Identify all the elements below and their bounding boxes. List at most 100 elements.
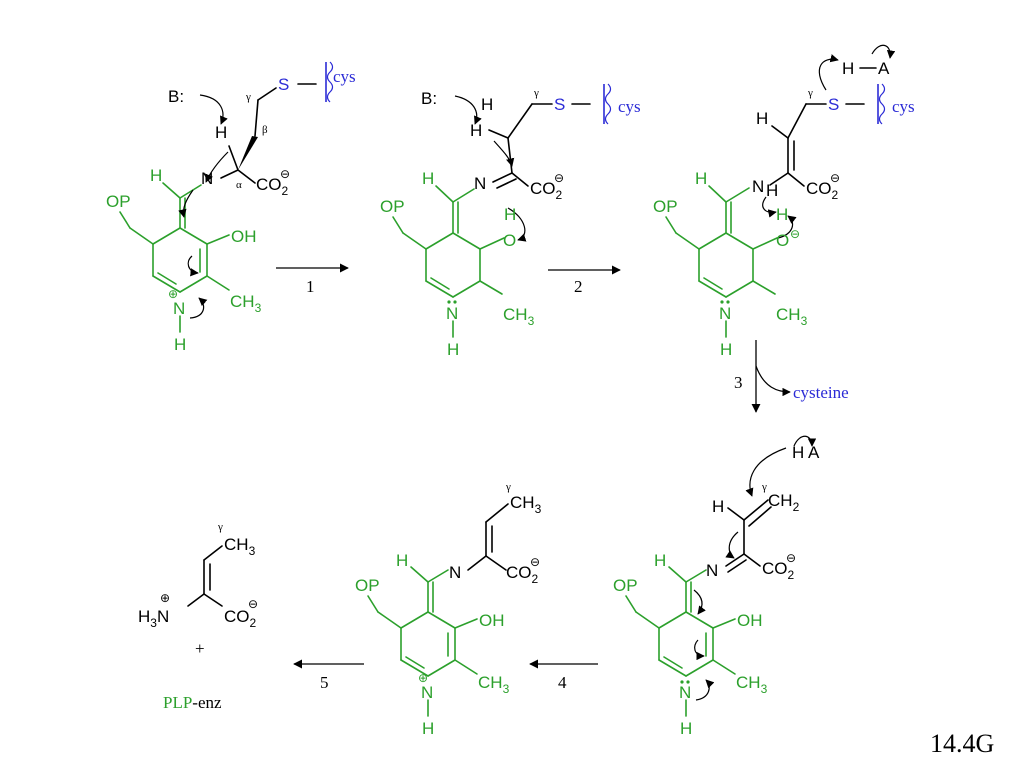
svg-text:CH3: CH3 <box>478 673 510 696</box>
svg-text:H: H <box>470 121 482 140</box>
svg-text:S: S <box>828 95 839 114</box>
svg-text:H: H <box>720 340 732 359</box>
svg-text:A: A <box>808 443 820 462</box>
svg-text:⊖: ⊖ <box>830 171 840 185</box>
step-1-label: 1 <box>306 277 315 296</box>
svg-text:CH3: CH3 <box>736 673 768 696</box>
svg-text:CH2: CH2 <box>768 491 800 514</box>
svg-text:N: N <box>719 304 731 323</box>
svg-text:OH: OH <box>479 611 505 630</box>
structure-1-external-aldimine: B: H N S H OP OH CH3 N H CO2 cys ⊖ ⊕ α β… <box>106 61 356 354</box>
svg-text:N: N <box>421 683 433 702</box>
step-3-label: 3 <box>734 373 743 392</box>
svg-text:γ: γ <box>533 87 539 99</box>
s1-substrate-bonds <box>220 83 317 184</box>
svg-text:H: H <box>654 551 666 570</box>
svg-text:OP: OP <box>653 197 678 216</box>
svg-text:⊖: ⊖ <box>554 171 564 185</box>
step-2-label: 2 <box>574 277 583 296</box>
svg-text:OP: OP <box>613 576 638 595</box>
s1-ring-N: N <box>173 299 185 318</box>
s1-alpha-label: α <box>236 179 242 191</box>
s1-carboxylate-charge: ⊖ <box>280 167 290 181</box>
svg-text:H: H <box>766 181 778 200</box>
svg-text:N: N <box>474 174 486 193</box>
structure-5-aminocrotonate-aldimine: CH3 N H OP OH CH3 N H CO2 ⊕ ⊖ γ <box>355 481 542 738</box>
s1-cys-break <box>326 61 334 103</box>
svg-text:CO2: CO2 <box>224 607 257 630</box>
svg-text:H: H <box>792 443 804 462</box>
released-cysteine-label: cysteine <box>793 383 849 402</box>
step-5-label: 5 <box>320 673 329 692</box>
svg-text:H: H <box>422 169 434 188</box>
structure-3-enamine: H A H N H S H OP H O CH3 N H CO2 ⊖ cys ⊖… <box>653 44 915 359</box>
s1-beta-label: β <box>262 124 268 136</box>
reaction-arrows <box>276 263 791 669</box>
svg-text:N: N <box>679 683 691 702</box>
s1-wedge-bond <box>238 136 258 170</box>
s1-NH: H <box>174 335 186 354</box>
svg-text:O: O <box>776 231 789 250</box>
svg-text:H: H <box>481 95 493 114</box>
svg-text:OP: OP <box>355 576 380 595</box>
svg-text:γ: γ <box>505 481 511 493</box>
svg-text:O: O <box>503 231 516 250</box>
svg-text:cys: cys <box>892 97 915 116</box>
s1-gamma-label: γ <box>245 91 251 103</box>
step-4-label: 4 <box>558 673 567 692</box>
svg-text:⊖: ⊖ <box>790 227 800 241</box>
plus-sign: + <box>195 639 205 658</box>
s1-imine-N: N <box>201 169 213 188</box>
svg-text:B:: B: <box>421 89 437 108</box>
svg-text:H: H <box>680 719 692 738</box>
s1-carboxylate: CO2 <box>256 175 289 198</box>
svg-text:OP: OP <box>380 197 405 216</box>
svg-text:γ: γ <box>217 521 223 533</box>
svg-text:H: H <box>396 551 408 570</box>
s1-sulfur: S <box>278 75 289 94</box>
svg-text:H: H <box>756 109 768 128</box>
svg-text:N: N <box>706 561 718 580</box>
s1-ring-N-charge: ⊕ <box>168 287 178 301</box>
s1-OH: OH <box>231 227 257 246</box>
svg-text:S: S <box>554 95 565 114</box>
svg-text:CO2: CO2 <box>762 559 795 582</box>
svg-text:⊖: ⊖ <box>786 551 796 565</box>
s1-ald-H: H <box>150 166 162 185</box>
svg-text:N: N <box>446 304 458 323</box>
svg-text:⊕: ⊕ <box>160 591 170 605</box>
svg-text:CH3: CH3 <box>224 535 256 558</box>
svg-text:CH3: CH3 <box>510 493 542 516</box>
svg-text:CO2: CO2 <box>506 563 539 586</box>
s1-base: B: <box>168 87 184 106</box>
structure-6-free-aminocrotonate: CH3 H3N CO2 ⊕ ⊖ γ <box>138 521 258 630</box>
svg-text:CH3: CH3 <box>503 305 535 328</box>
svg-text:H3N: H3N <box>138 607 169 630</box>
s1-methyl: CH3 <box>230 292 262 315</box>
s1-alpha-H: H <box>215 123 227 142</box>
svg-text:H: H <box>422 719 434 738</box>
svg-text:N: N <box>752 177 764 196</box>
svg-text:CH3: CH3 <box>776 305 808 328</box>
svg-text:γ: γ <box>807 87 813 99</box>
s1-OP: OP <box>106 192 131 211</box>
svg-text:H: H <box>712 497 724 516</box>
svg-text:OH: OH <box>737 611 763 630</box>
svg-text:H: H <box>842 59 854 78</box>
svg-text:CO2: CO2 <box>530 179 563 202</box>
s1-cys-label: cys <box>333 67 356 86</box>
structure-4-aminoacrylate-aldimine: H A H CH2 N H OP OH CH3 N H CO2 ⊖ γ <box>613 435 820 738</box>
svg-text:H: H <box>504 205 516 224</box>
svg-text:⊕: ⊕ <box>418 671 428 685</box>
svg-text:γ: γ <box>761 481 767 493</box>
svg-text:H: H <box>695 169 707 188</box>
structure-2-quinonoid: B: H H N S H OP H O CH3 N H CO2 cys ⊖ γ <box>380 83 641 359</box>
arrow-cysteine-release <box>755 365 791 397</box>
svg-text:⊖: ⊖ <box>530 555 540 569</box>
svg-text:N: N <box>449 563 461 582</box>
svg-text:H: H <box>447 340 459 359</box>
svg-text:A: A <box>878 59 890 78</box>
svg-text:⊖: ⊖ <box>248 597 258 611</box>
figure-id: 14.4G <box>930 729 994 758</box>
